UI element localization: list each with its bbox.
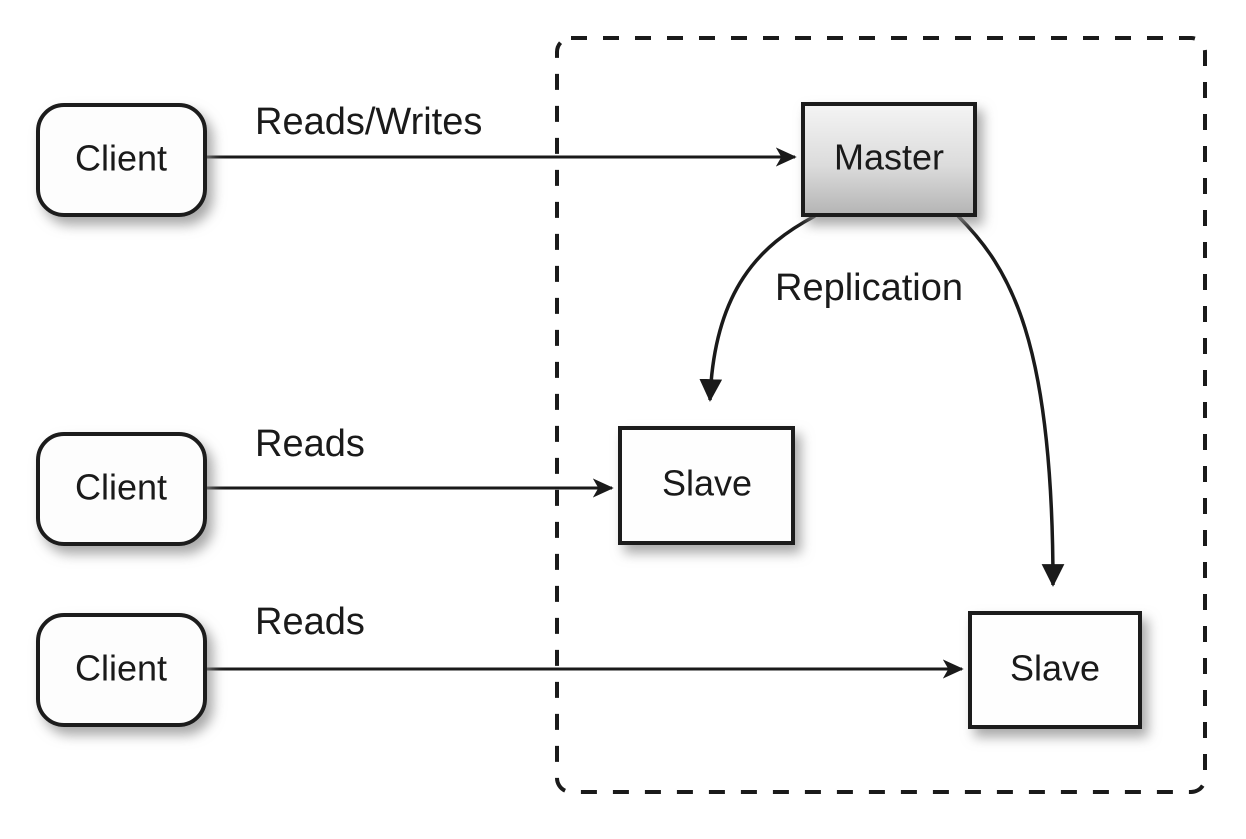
client-2-label: Client bbox=[75, 467, 167, 508]
edge-label-replication: Replication bbox=[775, 267, 963, 309]
client-3-label: Client bbox=[75, 648, 167, 689]
slave-2-label: Slave bbox=[1010, 648, 1100, 689]
client-2-box[interactable] bbox=[36, 432, 207, 546]
master-label: Master bbox=[834, 137, 944, 178]
client-1-label: Client bbox=[75, 138, 167, 179]
node-client-1[interactable]: Client bbox=[36, 103, 207, 217]
slave-1-label: Slave bbox=[662, 463, 752, 504]
edge-master-to-slave2 bbox=[956, 214, 1065, 587]
edge-curve-replication-right bbox=[956, 214, 1065, 587]
node-client-2[interactable]: Client bbox=[36, 432, 207, 546]
node-slave-2[interactable]: Slave bbox=[968, 611, 1142, 729]
database-cluster-boundary bbox=[555, 36, 1207, 794]
edge-master-to-slave1 bbox=[699, 214, 816, 402]
edge-label-reads-writes: Reads/Writes bbox=[255, 101, 482, 143]
edge-curve-replication-left bbox=[699, 214, 816, 402]
node-client-3[interactable]: Client bbox=[36, 613, 207, 727]
slave-2-box[interactable] bbox=[968, 611, 1142, 729]
client-1-box[interactable] bbox=[36, 103, 207, 217]
node-master[interactable]: Master bbox=[801, 102, 977, 217]
master-box[interactable] bbox=[801, 102, 977, 217]
slave-1-box[interactable] bbox=[618, 426, 795, 545]
edge-label-reads-bottom: Reads bbox=[255, 601, 365, 643]
client-3-box[interactable] bbox=[36, 613, 207, 727]
node-slave-1[interactable]: Slave bbox=[618, 426, 795, 545]
edge-label-reads-middle: Reads bbox=[255, 423, 365, 465]
